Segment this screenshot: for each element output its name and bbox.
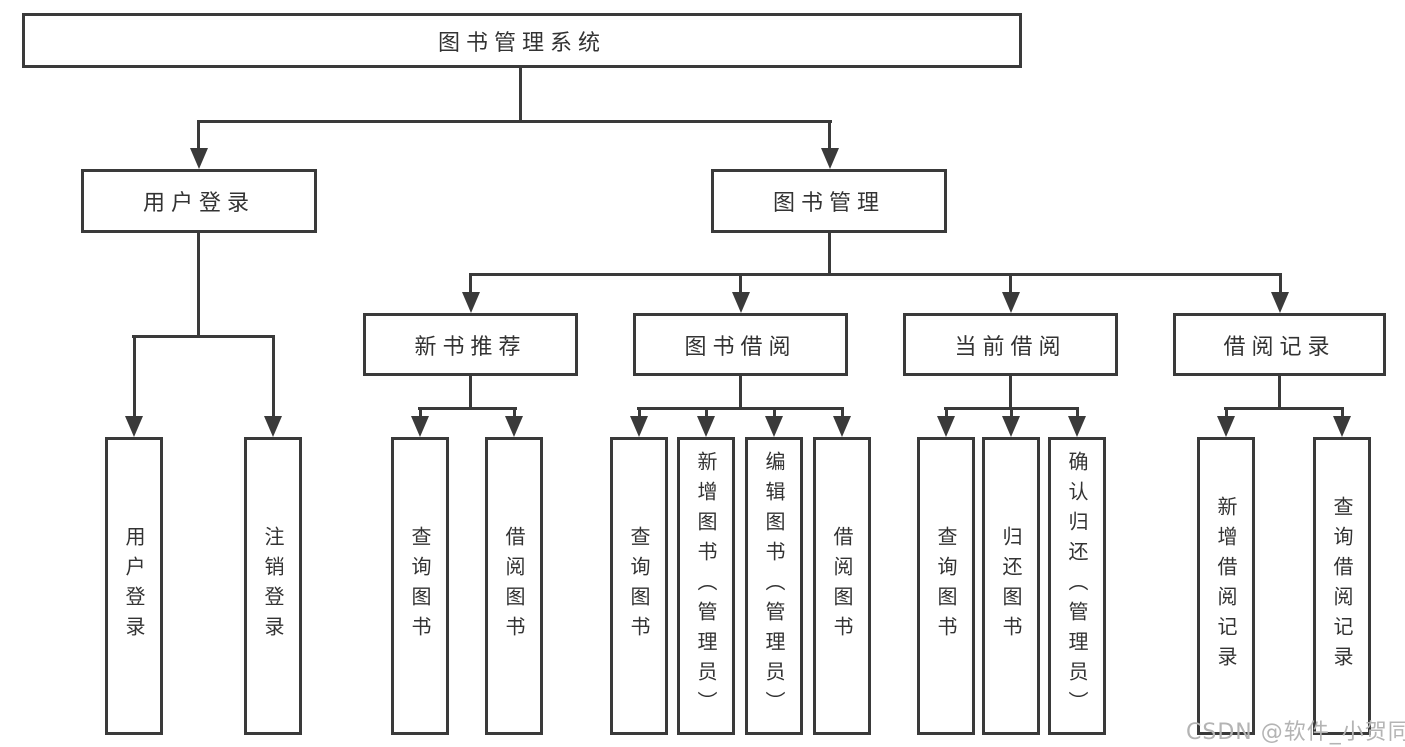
connector-line (197, 120, 200, 154)
connector-line (1010, 407, 1013, 421)
connector-line (197, 120, 832, 123)
arrowhead-down (505, 416, 523, 437)
leaf-node-nbr-query-books-label: 查询图书 (408, 526, 432, 646)
connector-line (1278, 374, 1281, 410)
arrowhead-down (630, 416, 648, 437)
leaf-node-bb-edit-books-label: 编辑图书（管理员） (762, 451, 786, 721)
connector-line (1224, 407, 1344, 410)
leaf-node-br-query-record: 查询借阅记录 (1313, 437, 1371, 735)
node-user-login-label: 用户登录 (142, 191, 255, 216)
leaf-node-bb-borrow-books-label: 借阅图书 (830, 526, 854, 646)
connector-line (197, 231, 200, 338)
connector-line (739, 273, 742, 297)
connector-line (1076, 407, 1079, 421)
leaf-node-logout-label: 注销登录 (261, 526, 285, 646)
leaf-node-cb-return-books-label: 归还图书 (999, 526, 1023, 646)
connector-line (1279, 273, 1282, 297)
leaf-node-br-add-record: 新增借阅记录 (1197, 437, 1255, 735)
connector-line (828, 231, 831, 276)
leaf-node-bb-query-books-label: 查询图书 (627, 526, 651, 646)
arrowhead-down (264, 416, 282, 437)
leaf-node-cb-return-books: 归还图书 (982, 437, 1040, 735)
connector-line (1341, 407, 1344, 421)
leaf-node-cb-query-books-label: 查询图书 (934, 526, 958, 646)
node-borrowing-records-label: 借阅记录 (1223, 334, 1336, 360)
node-root-label: 图书管理系统 (437, 30, 606, 56)
arrowhead-down (833, 416, 851, 437)
arrowhead-down (1068, 416, 1086, 437)
node-book-borrowing: 图书借阅 (633, 313, 848, 376)
connector-line (637, 407, 844, 410)
leaf-node-user-login: 用户登录 (105, 437, 163, 735)
leaf-node-bb-add-books: 新增图书（管理员） (677, 437, 735, 735)
connector-line (272, 335, 275, 421)
node-user-login: 用户登录 (81, 169, 317, 233)
leaf-node-bb-borrow-books: 借阅图书 (813, 437, 871, 735)
connector-line (469, 374, 472, 410)
connector-line (469, 273, 1282, 276)
leaf-node-nbr-borrow-books-label: 借阅图书 (502, 526, 526, 646)
node-new-book-recommendation-label: 新书推荐 (414, 334, 527, 360)
connector-line (773, 407, 776, 421)
leaf-node-nbr-borrow-books: 借阅图书 (485, 437, 543, 735)
node-book-borrowing-label: 图书借阅 (684, 334, 797, 360)
connector-line (418, 407, 517, 410)
arrowhead-down (125, 416, 143, 437)
connector-line (841, 407, 844, 421)
connector-line (828, 120, 831, 154)
arrowhead-down (411, 416, 429, 437)
arrowhead-down (462, 292, 480, 313)
arrowhead-down (732, 292, 750, 313)
arrowhead-down (1333, 416, 1351, 437)
arrowhead-down (697, 416, 715, 437)
node-root: 图书管理系统 (22, 13, 1022, 68)
leaf-node-br-query-record-label: 查询借阅记录 (1330, 496, 1354, 676)
connector-line (519, 66, 522, 123)
node-current-borrowing-label: 当前借阅 (954, 334, 1067, 360)
arrowhead-down (1217, 416, 1235, 437)
node-book-management-label: 图书管理 (772, 191, 885, 216)
connector-line (945, 407, 948, 421)
connector-line (1009, 374, 1012, 410)
connector-line (419, 407, 422, 421)
connector-line (469, 273, 472, 297)
node-borrowing-records: 借阅记录 (1173, 313, 1386, 376)
arrowhead-down (937, 416, 955, 437)
leaf-node-cb-confirm-return: 确认归还（管理员） (1048, 437, 1106, 735)
arrowhead-down (1271, 292, 1289, 313)
arrowhead-down (821, 148, 839, 169)
leaf-node-user-login-label: 用户登录 (122, 526, 146, 646)
connector-line (132, 335, 275, 338)
node-current-borrowing: 当前借阅 (903, 313, 1118, 376)
leaf-node-cb-confirm-return-label: 确认归还（管理员） (1065, 451, 1089, 721)
leaf-node-logout: 注销登录 (244, 437, 302, 735)
connector-line (1009, 273, 1012, 297)
leaf-node-bb-edit-books: 编辑图书（管理员） (745, 437, 803, 735)
leaf-node-bb-query-books: 查询图书 (610, 437, 668, 735)
connector-line (739, 374, 742, 410)
connector-line (705, 407, 708, 421)
arrowhead-down (1002, 416, 1020, 437)
connector-line (1225, 407, 1228, 421)
leaf-node-nbr-query-books: 查询图书 (391, 437, 449, 735)
leaf-node-br-add-record-label: 新增借阅记录 (1214, 496, 1238, 676)
connector-line (638, 407, 641, 421)
connector-line (133, 335, 136, 421)
arrowhead-down (1002, 292, 1020, 313)
node-book-management: 图书管理 (711, 169, 947, 233)
csdn-watermark: CSDN @软件_小贺同学 (1186, 720, 1405, 745)
leaf-node-bb-add-books-label: 新增图书（管理员） (694, 451, 718, 721)
arrowhead-down (190, 148, 208, 169)
connector-line (513, 407, 516, 421)
leaf-node-cb-query-books: 查询图书 (917, 437, 975, 735)
node-new-book-recommendation: 新书推荐 (363, 313, 578, 376)
arrowhead-down (765, 416, 783, 437)
